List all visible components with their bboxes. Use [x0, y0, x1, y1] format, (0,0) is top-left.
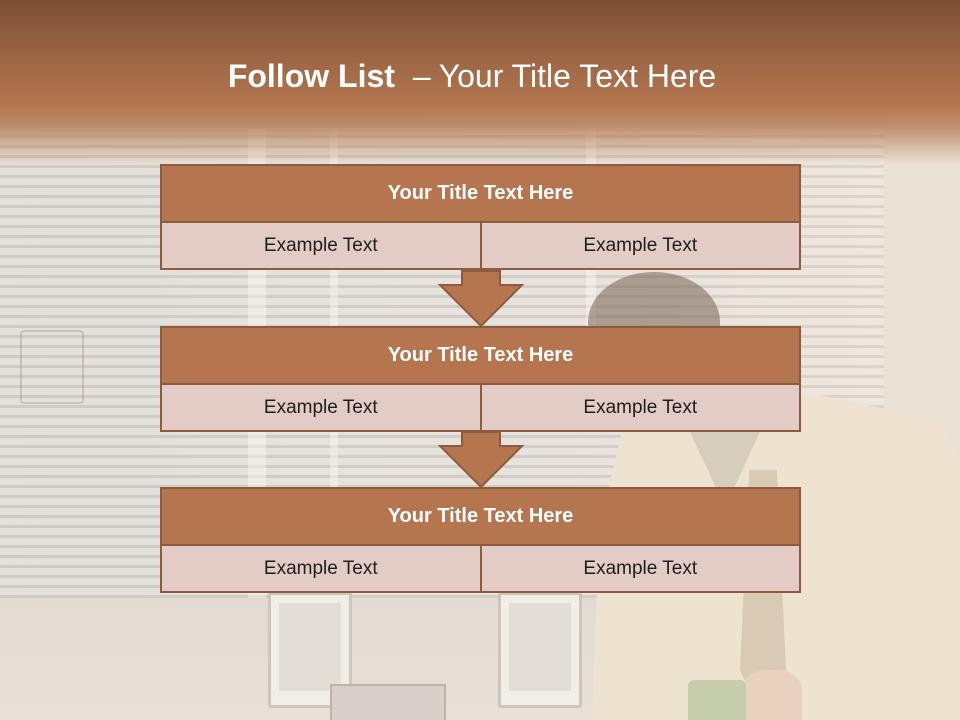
step-cell-right: Example Text: [479, 223, 799, 268]
step-title: Your Title Text Here: [162, 489, 799, 546]
step-row: Example Text Example Text: [162, 385, 799, 430]
step-row: Example Text Example Text: [162, 223, 799, 268]
step-row: Example Text Example Text: [162, 546, 799, 591]
step-cell-right: Example Text: [479, 385, 799, 430]
slide-title-separator: –: [412, 58, 431, 94]
step-title: Your Title Text Here: [162, 328, 799, 385]
down-arrow-icon: [438, 431, 524, 489]
background-laptop: [330, 684, 446, 720]
step-cell-right: Example Text: [479, 546, 799, 591]
step-cell-left: Example Text: [162, 223, 480, 268]
background-shelf: [20, 330, 84, 404]
slide-title-bold: Follow List: [227, 58, 395, 94]
step-box-3: Your Title Text Here Example Text Exampl…: [160, 487, 801, 593]
step-cell-left: Example Text: [162, 546, 480, 591]
slide-title-rest: Your Title Text Here: [438, 58, 717, 94]
background-monitor: [498, 592, 582, 708]
background-monitor: [268, 592, 352, 708]
background-person-hand: [742, 670, 802, 720]
header-band: [0, 0, 960, 165]
slide-title: Follow List–Your Title Text Here: [0, 52, 944, 100]
step-title: Your Title Text Here: [162, 166, 799, 223]
step-box-2: Your Title Text Here Example Text Exampl…: [160, 326, 801, 432]
step-cell-left: Example Text: [162, 385, 480, 430]
step-box-1: Your Title Text Here Example Text Exampl…: [160, 164, 801, 270]
down-arrow-icon: [438, 270, 524, 328]
background-mug: [688, 680, 746, 720]
